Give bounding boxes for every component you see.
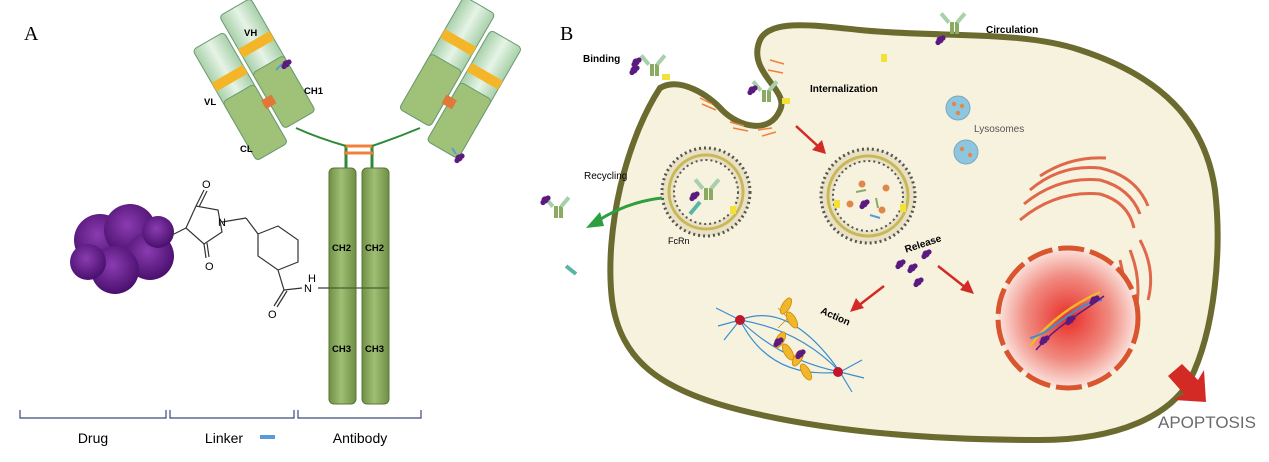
lysosomes	[945, 95, 979, 165]
chem-o-top: O	[202, 179, 211, 191]
label-recycling: Recycling	[584, 171, 627, 182]
internalizing-tag	[782, 98, 790, 104]
label-ch1: CH1	[304, 86, 324, 97]
arrow-to-nucleus	[937, 265, 974, 294]
label-cl: CL	[240, 144, 253, 155]
linker-mark	[260, 435, 275, 439]
apoptosis-arrow	[1168, 364, 1206, 402]
chem-n-amide: N	[304, 283, 312, 295]
arrow-to-lysosome	[795, 125, 826, 154]
chem-o-amide: O	[268, 309, 277, 321]
heavy-chain-left	[328, 167, 357, 405]
label-vh: VH	[244, 28, 257, 39]
label-ch2-left: CH2	[332, 243, 351, 254]
label-apoptosis: APOPTOSIS	[1158, 413, 1256, 432]
section-antibody: Antibody	[333, 430, 387, 446]
section-drug: Drug	[78, 430, 108, 446]
arrow-to-action	[850, 285, 885, 312]
label-fcrn: FcRn	[668, 236, 690, 246]
payload-small-1	[275, 59, 292, 71]
lysosome-vesicle	[819, 147, 917, 245]
label-binding: Binding	[583, 54, 620, 65]
binding-antibody	[639, 54, 670, 80]
nucleus	[995, 245, 1141, 391]
free-fcrn	[564, 264, 578, 276]
circulation-tag	[881, 54, 887, 62]
heavy-chain-right	[361, 167, 390, 405]
chem-o-bottom: O	[205, 261, 214, 273]
chem-h: H	[308, 273, 316, 285]
panel-a-letter: A	[24, 23, 39, 45]
arrow-recycling	[586, 196, 663, 228]
internalizing-payload	[747, 85, 758, 96]
recycling-endosome	[660, 146, 752, 238]
section-brackets	[19, 410, 422, 419]
fab-right	[400, 0, 521, 158]
section-linker: Linker	[205, 430, 243, 446]
circulation-antibody	[939, 12, 967, 34]
label-ch3-right: CH3	[365, 344, 384, 355]
label-ch3-left: CH3	[332, 344, 351, 355]
label-vl: VL	[204, 97, 216, 108]
linker-structure	[169, 189, 329, 308]
fc-region	[328, 167, 390, 405]
label-lysosomes: Lysosomes	[974, 124, 1024, 135]
chem-n-ring: N	[218, 217, 226, 229]
payload-small-2	[451, 147, 465, 164]
drug-molecule	[70, 204, 174, 294]
hinge-region	[295, 127, 421, 168]
receptors	[699, 59, 785, 137]
label-internalization: Internalization	[810, 84, 878, 95]
label-circulation: Circulation	[986, 25, 1038, 36]
fab-left	[193, 0, 315, 160]
label-ch2-right: CH2	[365, 243, 384, 254]
panel-b-letter: B	[560, 23, 573, 45]
